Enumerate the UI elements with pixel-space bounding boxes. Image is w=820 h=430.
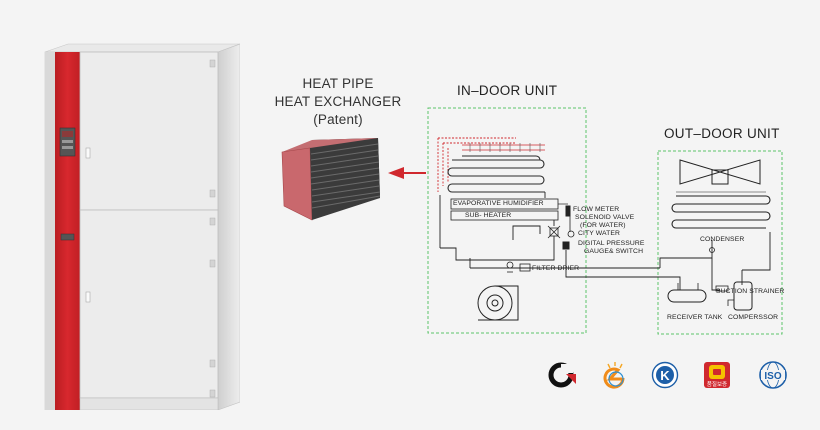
heat-exchanger-image xyxy=(281,138,426,221)
svg-text:K: K xyxy=(660,368,670,383)
receiver-tank xyxy=(667,289,707,303)
g-mark-logo-icon xyxy=(548,362,576,388)
filter-drier-label: FILTER DRIER xyxy=(532,265,580,272)
blower-fan xyxy=(477,285,519,321)
digital-pressure-label: DIGITAL PRESSURE xyxy=(578,240,645,247)
solenoid-valve-sub-label: (FOR WATER) xyxy=(580,222,626,229)
condenser-coil xyxy=(671,195,771,229)
evaporator-coil xyxy=(447,155,545,193)
quality-assurance-logo-icon: 품질보증 xyxy=(702,360,732,390)
receiver-tank-label: RECEIVER TANK xyxy=(667,314,723,321)
outdoor-fan xyxy=(679,159,761,185)
iso-logo-icon: ISO xyxy=(759,361,787,389)
handle-lower xyxy=(85,291,91,303)
outdoor-unit-title: OUT–DOOR UNIT xyxy=(664,126,780,141)
quality-assurance-text: 품질보증 xyxy=(706,382,728,388)
flow-meter-label: FLOW METER xyxy=(573,206,620,213)
indoor-unit-title: IN–DOOR UNIT xyxy=(457,83,558,98)
solenoid-valve-label: SOLENOID VALVE xyxy=(575,214,635,221)
handle-upper xyxy=(85,147,91,159)
gauge-switch-label: GAUGE& SWITCH xyxy=(584,248,644,255)
evaporative-humidifier-label: EVAPORATIVE HUMIDIFIER xyxy=(453,200,544,207)
compressor-label: COMPERSSOR xyxy=(728,314,779,321)
compressor xyxy=(733,281,753,311)
suction-strainer-label: SUCTION STRAINER xyxy=(716,288,785,295)
e-mark-logo-icon xyxy=(603,362,625,389)
k-mark-logo-icon: K xyxy=(651,361,679,389)
indoor-unit-box xyxy=(427,107,587,334)
red-strip xyxy=(55,52,80,410)
sub-heater-label: SUB- HEATER xyxy=(465,212,512,219)
air-conditioner-cabinet xyxy=(44,43,240,410)
heat-pipe-label: HEAT PIPE xyxy=(302,76,374,91)
red-arrow-icon xyxy=(388,167,404,179)
svg-text:ISO: ISO xyxy=(764,371,781,382)
heat-exchanger-label: HEAT EXCHANGER xyxy=(274,94,402,109)
city-water-label: CITY WATER xyxy=(578,230,621,237)
patent-label: (Patent) xyxy=(313,112,363,127)
condenser-label: CONDENSER xyxy=(700,236,745,243)
